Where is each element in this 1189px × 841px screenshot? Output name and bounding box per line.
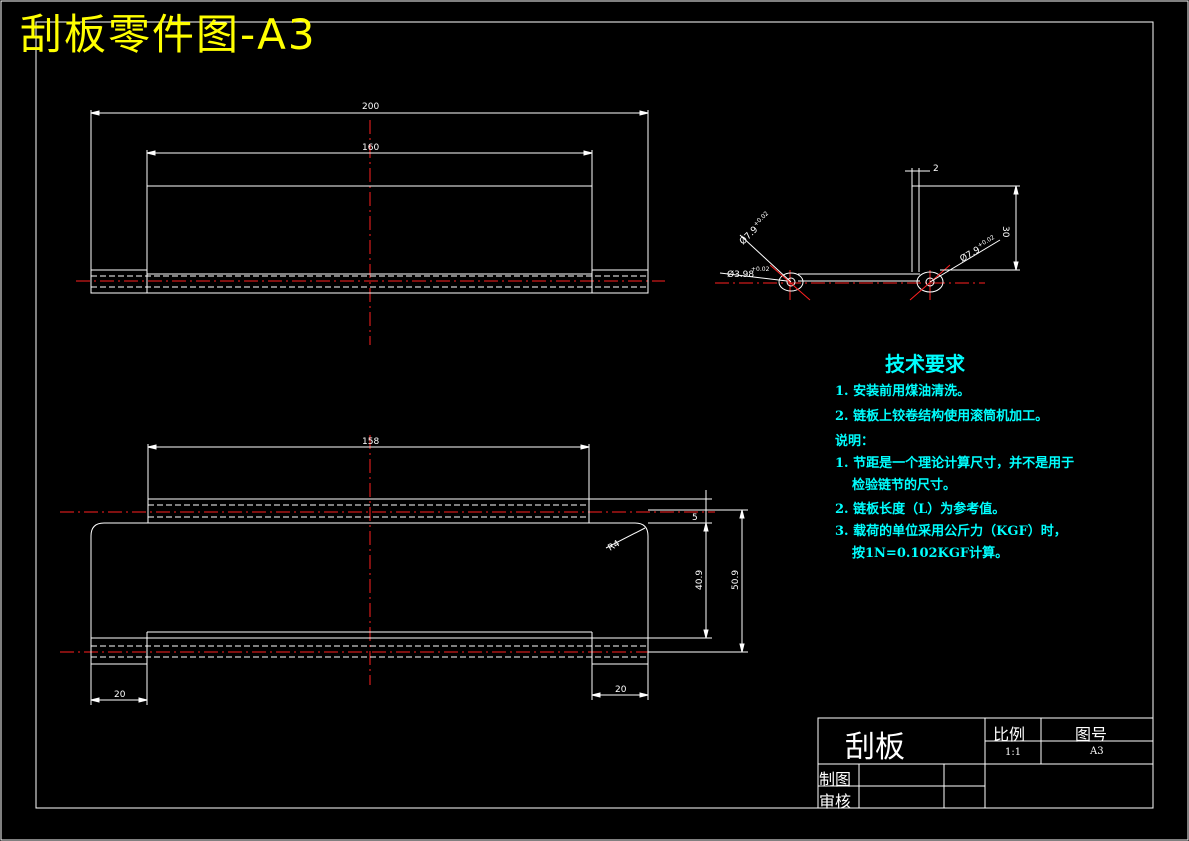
tech-line-4: 1. 节距是一个理论计算尺寸，并不是用于 [835,456,1075,471]
drawing-no-value: A3 [1090,746,1104,757]
svg-text:+0.02: +0.02 [977,234,997,249]
tech-line-7: 3. 载荷的单位采用公斤力（KGF）时， [835,524,1067,539]
drawing-title: 刮板零件图-A3 [20,10,317,59]
svg-text:Ø3.98: Ø3.98 [727,269,754,280]
tech-line-6: 2. 链板长度（L）为参考值。 [835,502,1006,517]
dia-right: Ø7.9 +0.02 [958,234,997,265]
svg-text:+0.02: +0.02 [751,266,770,273]
dim-50-9-label: 50.9 [731,570,741,590]
svg-text:+0.02: +0.02 [752,210,770,228]
title-block [817,717,1154,809]
dim-30-label: 30 [1000,226,1010,238]
dim-200-label: 200 [362,102,379,112]
dim-5-label: 5 [692,513,698,523]
tech-line-3: 说明： [835,434,875,449]
dim-2-label: 2 [933,164,939,174]
tech-line-1: 1. 安装前用煤油清洗。 [835,384,971,399]
tech-line-2: 2. 链板上铰卷结构使用滚筒机加工。 [835,409,1049,424]
checked-by-label: 审核 [819,792,852,811]
dim-40-9-label: 40.9 [695,570,705,590]
dim-160-label: 160 [362,143,379,153]
tech-requirements-heading: 技术要求 [885,352,965,376]
part-name: 刮板 [845,730,905,765]
drawn-by-label: 制图 [819,770,852,789]
top-view [76,110,665,345]
dim-158-label: 158 [362,437,379,447]
dia-left-inner: Ø3.98 +0.02 [727,266,770,280]
inner-frame [35,21,1154,809]
drawing-no-label: 图号 [1075,725,1108,744]
tech-line-5: 检验链节的尺寸。 [852,478,957,493]
scale-label: 比例 [993,725,1026,744]
dim-20-right-label: 20 [615,685,627,695]
front-view [60,435,748,705]
dia-left-outer: Ø7.9 +0.02 [737,210,770,247]
side-view [715,168,1020,301]
dim-20-left-label: 20 [114,690,126,700]
tech-line-8: 按1N=0.102KGF计算。 [852,546,1009,561]
scale-value: 1:1 [1005,747,1022,758]
